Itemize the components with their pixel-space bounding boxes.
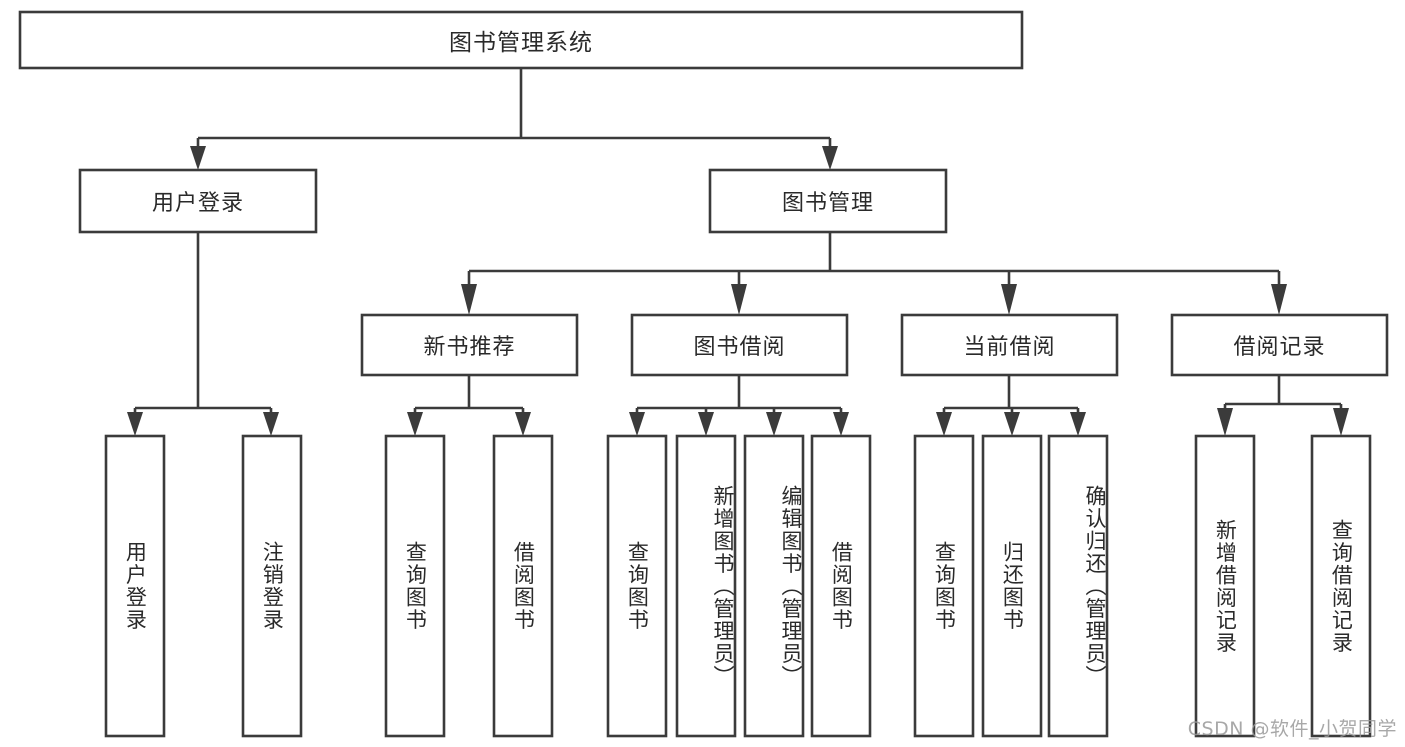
node-new-book-recommend[interactable] [360,313,579,377]
leaf-box-add-record[interactable] [1194,434,1256,738]
arrow-to-leaf-query-record [1333,408,1349,436]
arrow-to-leaf-borrow-book-1 [515,412,531,436]
node-user-login[interactable] [78,168,318,234]
leaf-box-query-record[interactable] [1310,434,1372,738]
node-book-management[interactable] [708,168,948,234]
leaf-box-logout[interactable] [241,434,303,738]
arrow-to-leaf-query-book-3 [936,412,952,436]
leaf-box-confirm-return[interactable] [1047,434,1109,738]
arrow-to-book-borrow [731,284,747,315]
csdn-watermark: CSDN @软件_小贺同学 [1187,718,1397,740]
arrow-to-leaf-query-book-1 [407,412,423,436]
arrow-to-book-mgmt [822,146,838,170]
node-borrow-record[interactable] [1170,313,1389,377]
leaf-box-query-book-3[interactable] [913,434,975,738]
leaf-box-add-book[interactable] [675,434,737,738]
arrow-to-borrow-record [1271,284,1287,315]
node-book-borrow[interactable] [630,313,849,377]
leaf-box-query-book-1[interactable] [384,434,446,738]
leaf-box-borrow-book-1[interactable] [492,434,554,738]
arrow-to-leaf-user-login [127,412,143,436]
leaf-box-query-book-2[interactable] [606,434,668,738]
leaf-box-edit-book[interactable] [743,434,805,738]
arrow-to-leaf-logout [263,412,279,436]
leaf-box-borrow-book-2[interactable] [810,434,872,738]
leaf-box-user-login[interactable] [104,434,166,738]
arrow-to-leaf-edit-book [766,412,782,436]
arrow-to-user-login [190,146,206,170]
arrow-to-leaf-confirm-return [1070,412,1086,436]
arrow-to-new-book [461,284,477,315]
arrow-to-leaf-borrow-book-2 [833,412,849,436]
arrow-to-current-borrow [1001,284,1017,315]
node-root-system[interactable] [18,10,1024,70]
arrow-to-leaf-return-book [1004,412,1020,436]
node-current-borrow[interactable] [900,313,1119,377]
arrow-to-leaf-add-record [1217,408,1233,436]
arrow-to-leaf-query-book-2 [629,412,645,436]
leaf-box-return-book[interactable] [981,434,1043,738]
arrow-to-leaf-add-book [698,412,714,436]
